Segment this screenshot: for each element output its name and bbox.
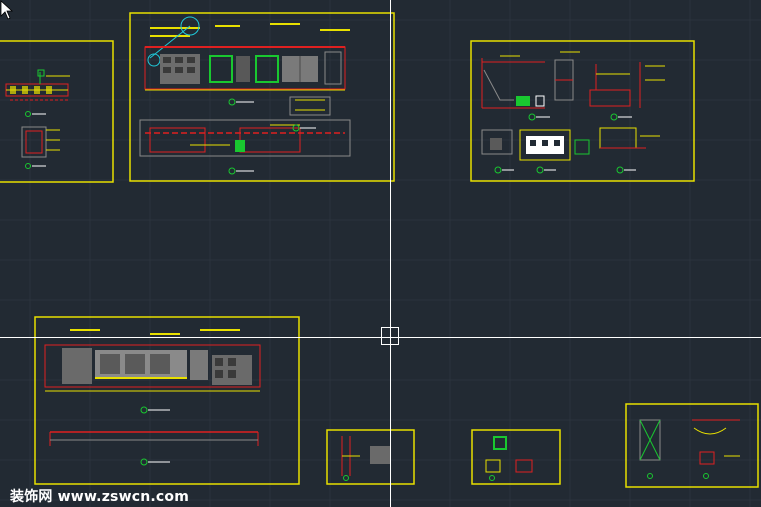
arrow-pointer-icon <box>0 0 14 20</box>
crosshair-horizontal <box>0 337 761 338</box>
watermark-text: 装饰网 www.zswcn.com <box>10 489 190 505</box>
sheet-bottom-left[interactable] <box>34 316 300 485</box>
sheet-top-center[interactable] <box>129 12 395 182</box>
crosshair-vertical <box>390 0 391 507</box>
sheet-top-right[interactable] <box>470 40 695 182</box>
sheet-small-b[interactable] <box>471 429 561 485</box>
sheet-bottom-right[interactable] <box>625 403 759 488</box>
pickbox-icon <box>381 327 399 345</box>
sheet-left-partial[interactable] <box>0 40 114 183</box>
sheet-small-a[interactable] <box>326 429 415 485</box>
